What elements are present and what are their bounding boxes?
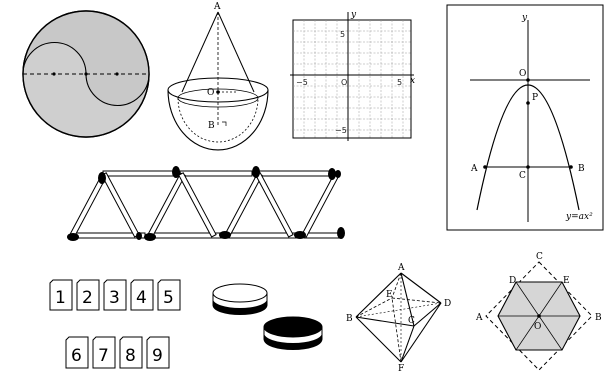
parabola-y-label: y [521,13,528,23]
figure-number-cards: 1 2 3 4 5 6 7 8 9 [49,279,181,369]
card-9: 9 [152,346,163,366]
hex-e-label: E [563,276,570,286]
x-tick-neg5: −5 [296,78,308,87]
octa-a-label: A [397,263,405,273]
parabola-origin-label: O [519,69,526,79]
y-axis-label: y [350,10,357,20]
octa-b-label: B [346,314,353,324]
shaded-swirl-region [23,11,149,106]
cone-base-label: B [208,121,215,131]
card-row-1: 1 2 3 4 5 [49,279,181,311]
figure-matchstick-triangles [67,166,345,241]
octa-f-label: F [398,364,404,373]
stick [102,170,176,177]
card-5: 5 [163,288,174,308]
grid-lines [293,20,411,138]
card-8: 8 [125,346,136,366]
x-tick-5: 5 [397,78,402,87]
x-axis-label: x [410,76,415,86]
lower-shaded-region [23,42,149,138]
hex-a-label: A [475,313,483,323]
y-tick-neg5: −5 [335,126,347,135]
parabola-curve [476,84,580,211]
hex-d-label: D [509,276,516,286]
grid-origin-label: O [341,78,347,87]
point-b-label: B [578,164,585,174]
coin-white [212,283,268,315]
figure-circle-swirl [22,10,150,138]
figure-coins [212,283,323,350]
hex-c-label: C [536,252,543,262]
hex-o-label: O [534,322,541,332]
card-3: 3 [109,288,120,308]
card-2: 2 [82,288,93,308]
card-row-2: 6 7 8 9 [65,336,170,369]
octa-c-label: C [408,316,415,326]
figure-cone-hemisphere: A O B [167,2,269,151]
coin-black [263,316,323,350]
figure-parabola: y O P A B C y=ax² [446,4,604,231]
figure-octahedron: A B C D E F [346,263,451,373]
point-a-label: A [470,164,478,174]
y-tick-5: 5 [340,30,345,39]
point-p-label: P [532,93,538,103]
card-1: 1 [55,288,66,308]
hex-b-label: B [595,313,602,323]
point-c-label: C [519,171,526,181]
octa-d-label: D [444,299,451,309]
figure-hexagon-square: C D E A B O [475,252,602,371]
cone-apex-label: A [213,2,221,12]
card-7: 7 [98,346,109,366]
octa-e-label: E [386,290,393,300]
card-6: 6 [71,346,82,366]
card-4: 4 [136,288,147,308]
hemisphere-center-label: O [207,88,214,98]
dashed-square [485,261,593,371]
figure-coordinate-grid: x y O −5 5 5 −5 [290,10,415,141]
parabola-equation: y=ax² [565,212,593,222]
